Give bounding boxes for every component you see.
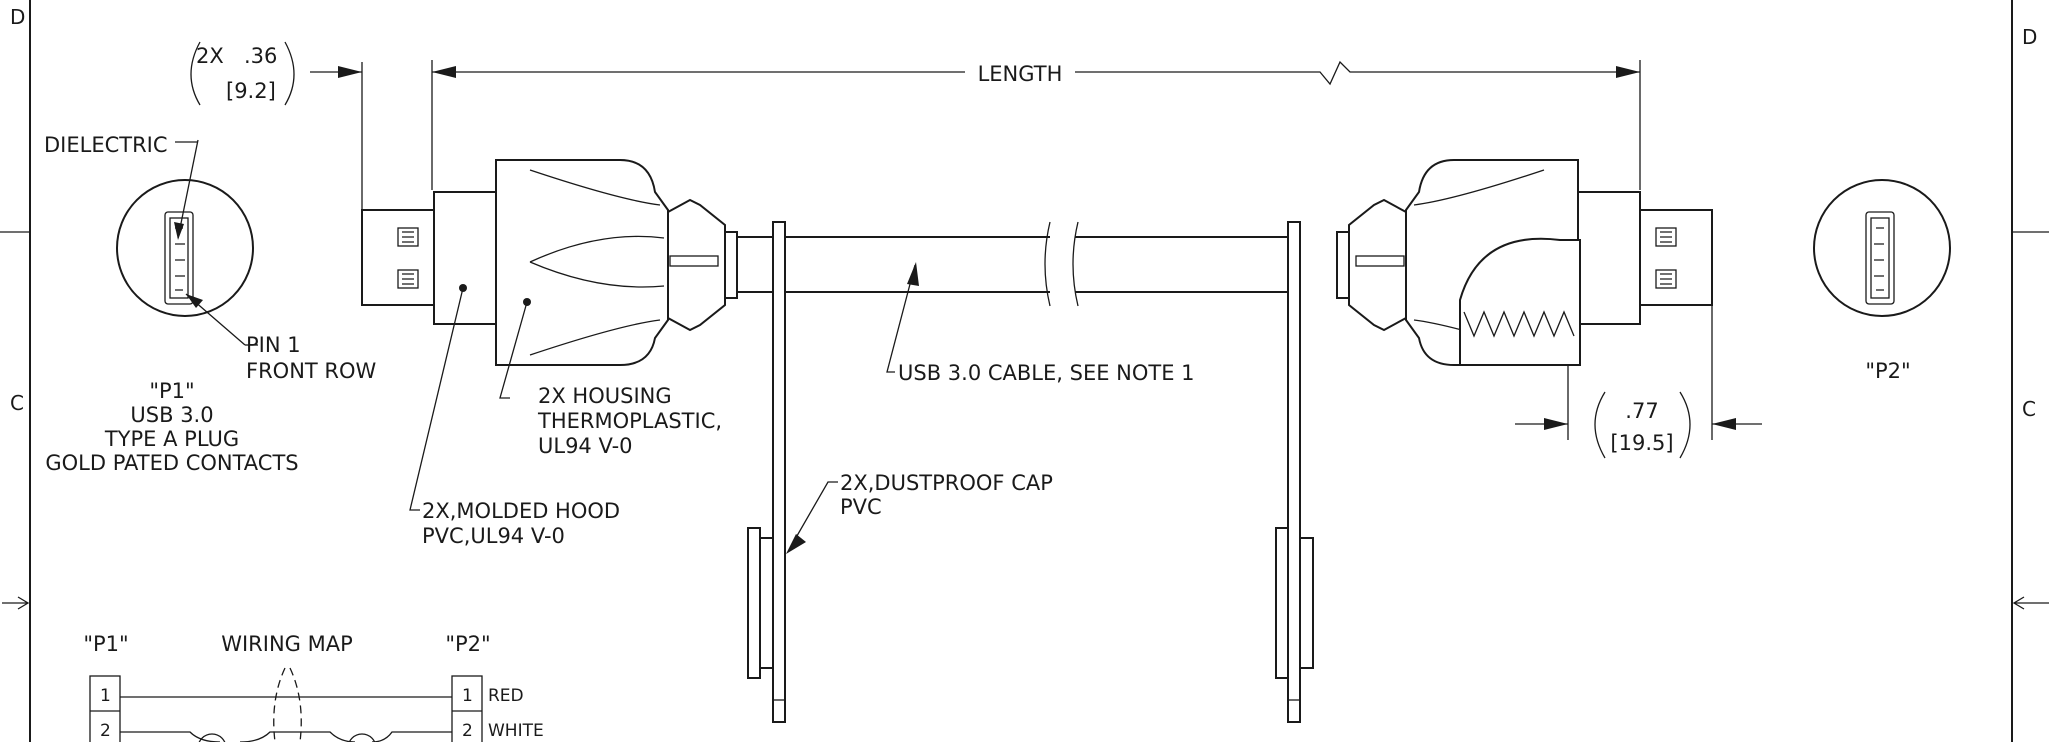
zone-d-left: D bbox=[10, 5, 25, 29]
wiring-row2-pin-right: 2 bbox=[462, 721, 473, 741]
p1-face-detail bbox=[116, 139, 258, 346]
left-offset-dimension: 2X .36 [9.2] bbox=[190, 41, 363, 210]
wiring-map: "P1" WIRING MAP "P2" 1 2 1 2 RED WHITE bbox=[83, 632, 544, 742]
zone-c-left: C bbox=[10, 391, 24, 415]
cap-line2: PVC bbox=[840, 495, 882, 519]
right-mm-label: [19.5] bbox=[1610, 431, 1673, 455]
wiring-row1-pin-left: 1 bbox=[100, 686, 111, 706]
p1-line2: TYPE A PLUG bbox=[104, 427, 239, 451]
zone-c-right: C bbox=[2022, 397, 2036, 421]
p1-line1: USB 3.0 bbox=[130, 403, 213, 427]
left-count-label: 2X bbox=[196, 44, 224, 68]
right-inch-label: .77 bbox=[1625, 399, 1658, 423]
shield-dashed bbox=[273, 667, 302, 742]
usb-cable bbox=[735, 221, 1441, 307]
length-dimension: LENGTH bbox=[431, 60, 1641, 190]
cable-label: USB 3.0 CABLE, SEE NOTE 1 bbox=[898, 361, 1195, 385]
left-connector bbox=[361, 159, 738, 366]
front-row-label: FRONT ROW bbox=[246, 359, 377, 383]
wiring-row1-pin-right: 1 bbox=[462, 686, 473, 706]
p1-title: "P1" bbox=[149, 379, 194, 403]
wiring-row1-color: RED bbox=[488, 686, 524, 706]
p2-face-detail bbox=[1813, 179, 1951, 317]
zone-d-right: D bbox=[2022, 25, 2037, 49]
right-offset-dimension: .77 [19.5] bbox=[1515, 300, 1762, 459]
wiring-row2-pin-left: 2 bbox=[100, 721, 111, 741]
wiring-map-title: WIRING MAP bbox=[221, 632, 353, 656]
center-mark-right bbox=[2012, 596, 2049, 610]
wiring-p1-label: "P1" bbox=[83, 632, 128, 656]
hood-line1: 2X,MOLDED HOOD bbox=[422, 499, 620, 523]
cap-line1: 2X,DUSTPROOF CAP bbox=[840, 471, 1053, 495]
left-mm-label: [9.2] bbox=[226, 79, 276, 103]
wiring-row2-color: WHITE bbox=[488, 721, 544, 741]
housing-line1: 2X HOUSING bbox=[538, 384, 672, 408]
left-dustproof-cap bbox=[747, 221, 786, 723]
housing-line2: THERMOPLASTIC, bbox=[537, 409, 722, 433]
right-connector bbox=[1336, 159, 1713, 366]
length-label: LENGTH bbox=[978, 62, 1063, 86]
dielectric-label: DIELECTRIC bbox=[44, 133, 168, 157]
right-dustproof-cap bbox=[1275, 221, 1314, 723]
left-inch-label: .36 bbox=[244, 44, 277, 68]
center-mark-left bbox=[2, 596, 30, 610]
p2-label: "P2" bbox=[1865, 359, 1910, 383]
wire-white bbox=[120, 731, 452, 742]
hood-line2: PVC,UL94 V-0 bbox=[422, 524, 565, 548]
wiring-p2-label: "P2" bbox=[445, 632, 490, 656]
pin1-label: PIN 1 bbox=[246, 333, 301, 357]
leader-lines bbox=[409, 262, 919, 554]
p1-line3: GOLD PATED CONTACTS bbox=[45, 451, 298, 475]
housing-line3: UL94 V-0 bbox=[538, 434, 633, 458]
